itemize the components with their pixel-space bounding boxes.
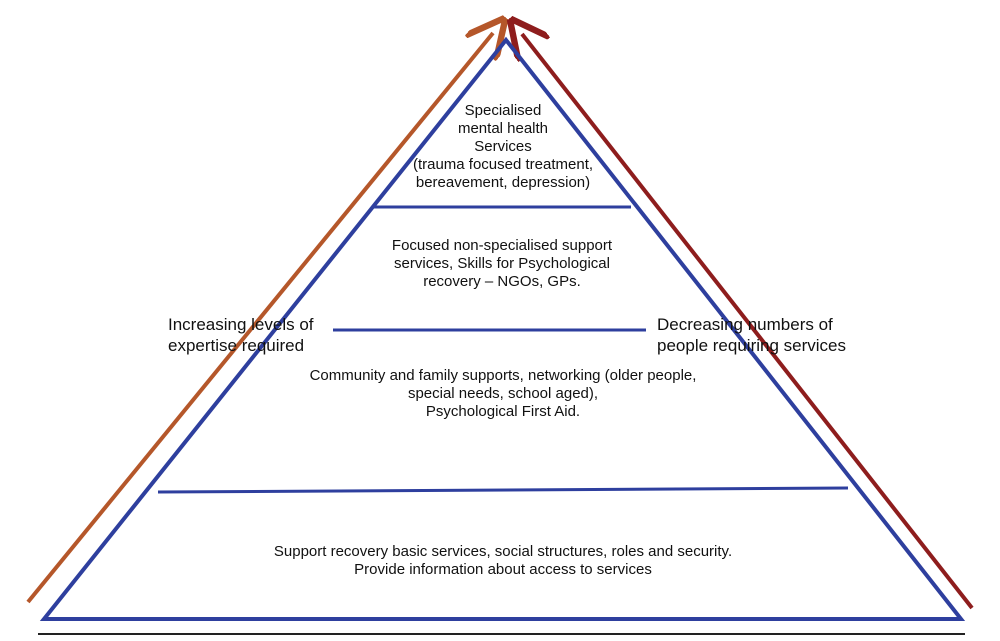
left-label: Increasing levels of expertise required xyxy=(168,315,314,355)
tier-1-text: Specialised mental health Services (trau… xyxy=(412,102,594,191)
tier-divider-3 xyxy=(157,486,849,494)
right-label: Decreasing numbers of people requiring s… xyxy=(657,315,846,355)
tier-2-text: Focused non-specialised support services… xyxy=(391,237,613,290)
left-arrow xyxy=(26,33,493,604)
right-arrow xyxy=(522,34,974,610)
tier-4-text: Support recovery basic services, social … xyxy=(273,543,733,578)
pyramid-outline xyxy=(39,36,966,621)
tier-3-text: Community and family supports, networkin… xyxy=(309,367,697,420)
